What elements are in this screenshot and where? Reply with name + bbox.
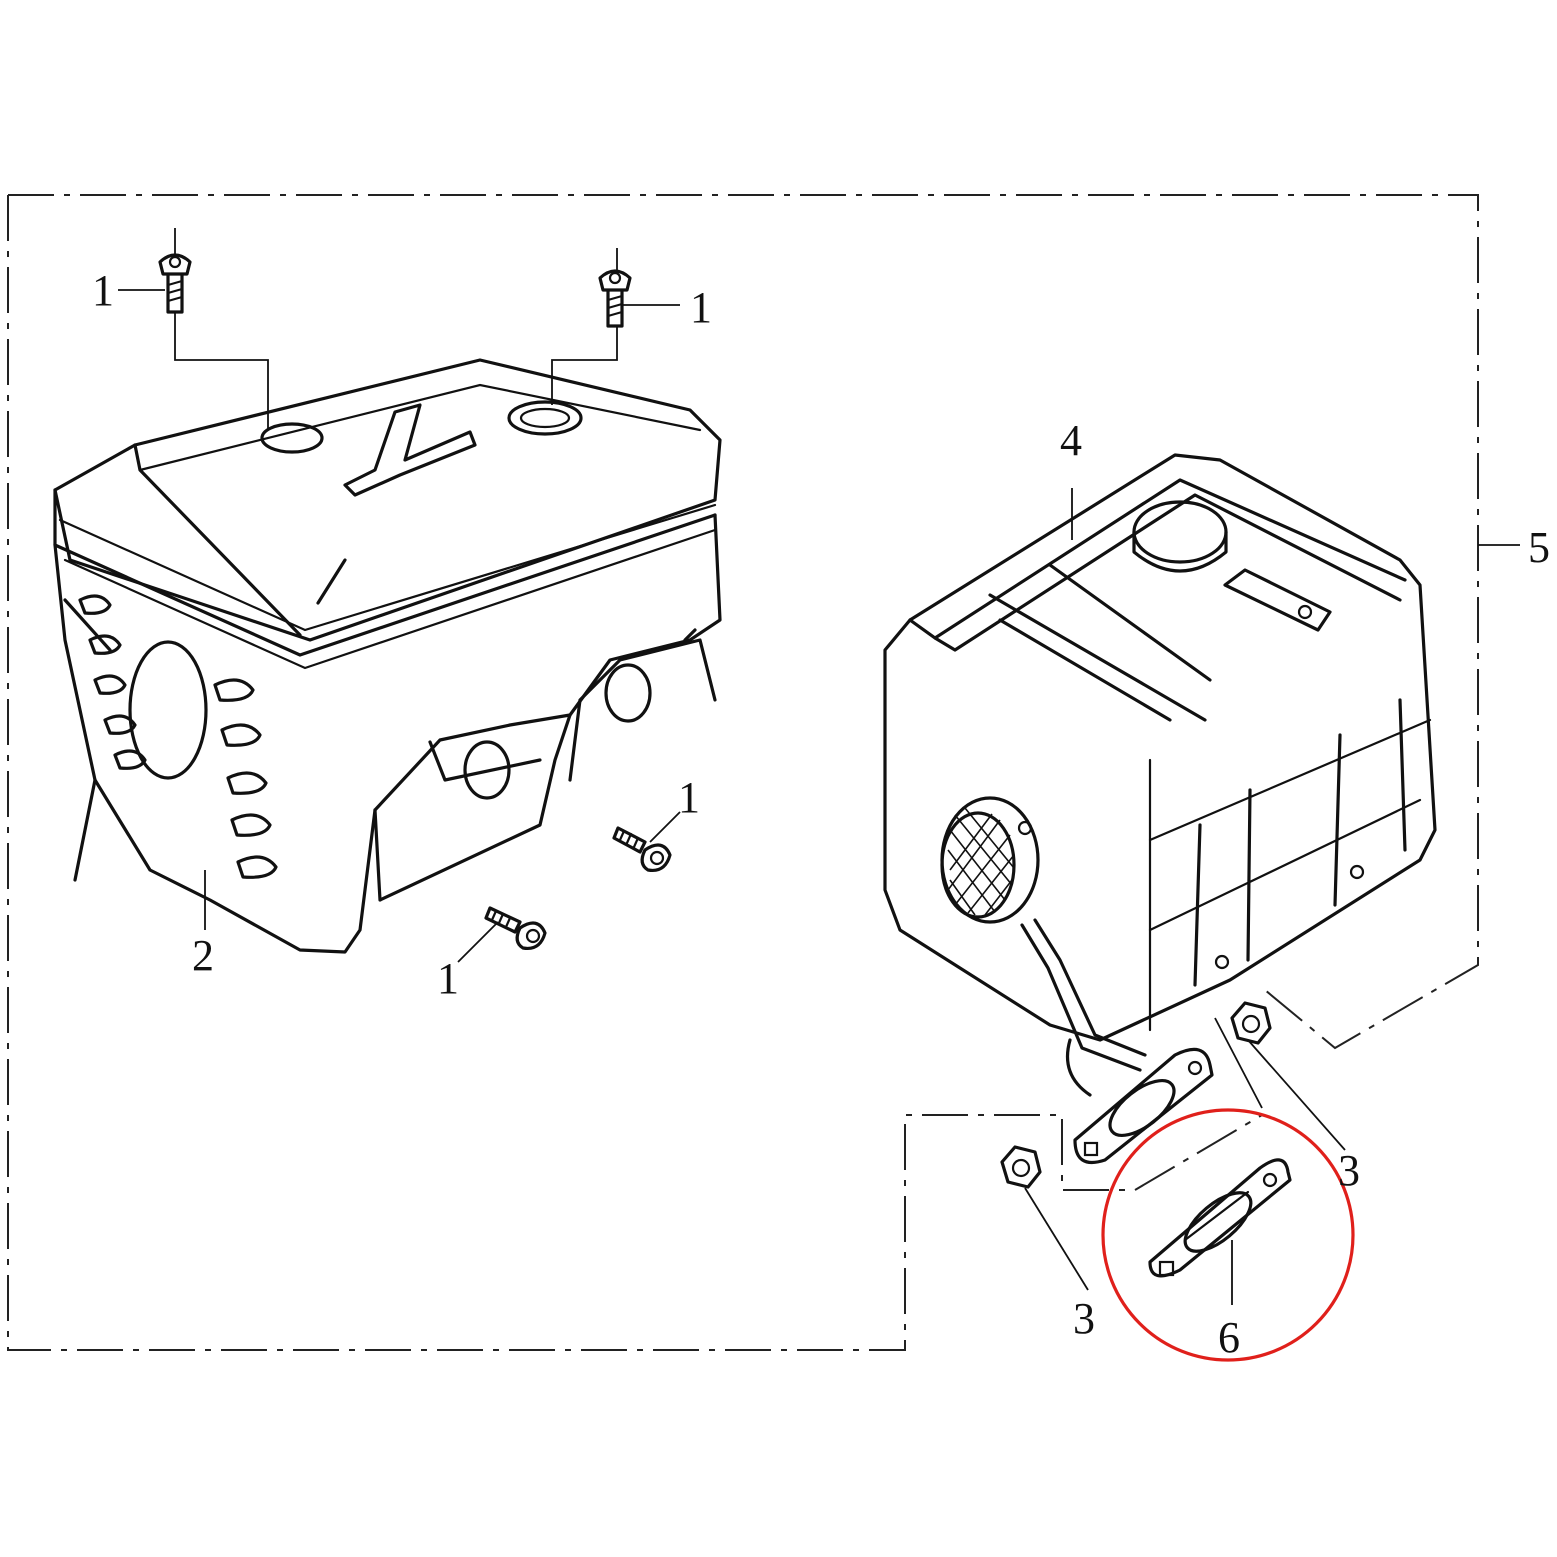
nut-right <box>1230 1001 1272 1045</box>
highlight-circle <box>1101 1108 1355 1362</box>
callout-cover: 2 <box>192 931 214 980</box>
callout-screw-top-right: 1 <box>690 283 712 332</box>
callout-assembly: 5 <box>1528 523 1550 572</box>
callout-screw-front-right: 1 <box>678 773 700 822</box>
gasket-part <box>1148 1158 1292 1278</box>
assembly-boundary <box>8 194 1479 1050</box>
screw-front-left <box>484 906 547 951</box>
callout-screw-front-left: 1 <box>437 954 459 1003</box>
outlet-screen-mesh <box>947 807 1015 916</box>
callout-nut-left: 3 <box>1073 1294 1095 1343</box>
screw-front-right <box>612 826 672 873</box>
cover-part <box>53 358 722 954</box>
callout-screw-top-left: 1 <box>92 266 114 315</box>
callout-gasket: 6 <box>1218 1313 1240 1362</box>
assembly-boundary-left <box>7 195 1263 1351</box>
nut-left <box>1000 1145 1042 1189</box>
cover-vent-slots <box>78 594 278 879</box>
callout-nut-right: 3 <box>1338 1146 1360 1195</box>
screw-top-left <box>158 228 192 314</box>
callout-muffler: 4 <box>1060 416 1082 465</box>
flange-gasket-upper <box>1073 1047 1214 1165</box>
muffler-part <box>883 453 1437 1097</box>
screw-top-right <box>598 248 632 328</box>
